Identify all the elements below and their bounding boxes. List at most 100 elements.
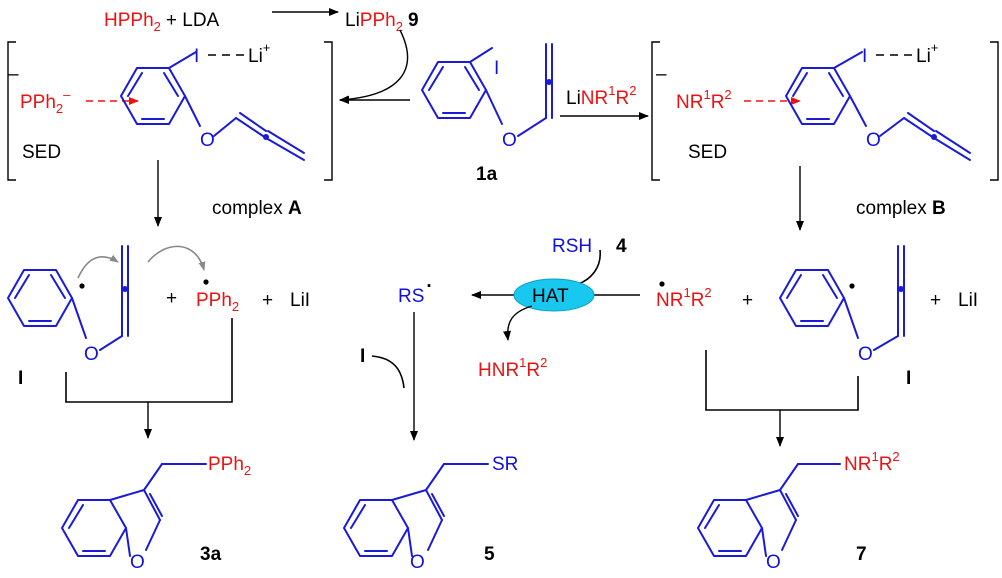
bracket-left-a	[7, 41, 16, 181]
bracket-right-b	[990, 41, 999, 181]
hpph2-subscript: 2	[154, 19, 161, 34]
complex-a-letter: A	[288, 198, 302, 219]
svg-text:HPPh2+ LDA: HPPh2 + LDA	[104, 10, 220, 34]
complex-b-oxygen: O	[866, 130, 881, 151]
complex-a-oxygen: O	[200, 130, 215, 151]
compound-4-label: 4	[616, 236, 627, 257]
svg-text:NR1R2: NR1R2	[676, 87, 732, 113]
right-radical-pair: NR1R2 + O + LiI I	[656, 245, 978, 389]
3a-oxygen: O	[130, 552, 145, 573]
complex-a: – PPh2– I Li+ O SED complex A	[7, 40, 333, 219]
lipph2-pph: PPh	[360, 10, 396, 31]
7-oxygen: O	[766, 552, 781, 573]
compound-9-label: 9	[408, 10, 419, 31]
svg-text:NR1R2: NR1R2	[656, 285, 712, 311]
right-plus-1: +	[742, 290, 753, 311]
left-plus-1: +	[166, 288, 177, 309]
complex-b-benzene-ring	[785, 67, 851, 125]
hat-text: HAT	[532, 286, 569, 307]
hat-step: RSH 4 HAT HNR1R2 RS· I	[360, 236, 640, 441]
complex-a-iodine: I	[194, 46, 199, 67]
svg-text:Li+: Li+	[248, 40, 270, 67]
left-merge-lines	[65, 318, 233, 403]
arrow-lipph2-to-complex-a	[339, 29, 409, 104]
left-lii: LiI	[290, 290, 310, 311]
right-intermediate-label: I	[906, 368, 911, 389]
complex-b-sed: SED	[688, 142, 727, 163]
svg-text:LiNR1R2: LiNR1R2	[566, 83, 636, 109]
left-radical-oxygen: O	[84, 344, 99, 365]
complex-b-charge: –	[656, 64, 667, 85]
bracket-left-b	[651, 41, 660, 181]
complex-a-charge: –	[8, 64, 19, 85]
left-plus-2: +	[262, 290, 273, 311]
complex-b: – NR1R2 I Li+ O SED complex B	[651, 40, 999, 219]
svg-text:PPh2: PPh2	[196, 290, 239, 314]
bracket-right-a	[324, 41, 333, 181]
complex-b-letter: B	[932, 198, 946, 219]
5-group: SR	[492, 454, 518, 475]
left-pph-radical: PPh	[196, 290, 232, 311]
svg-text:PPh2–: PPh2–	[20, 87, 71, 116]
1a-benzene-ring	[421, 61, 487, 119]
right-aryl-radical-ring	[779, 269, 845, 327]
electron-push-arrow-1	[77, 254, 119, 279]
rs-radical-text: RS	[398, 286, 424, 307]
right-lii: LiI	[958, 290, 978, 311]
left-intermediate-label: I	[18, 368, 23, 389]
3a-group: PPh	[208, 454, 244, 475]
right-plus-2: +	[930, 290, 941, 311]
1a-oxygen: O	[502, 130, 517, 151]
svg-text:NR1R2: NR1R2	[844, 449, 900, 475]
right-nr-radical: NR	[656, 290, 683, 311]
1a-iodine: I	[494, 58, 499, 79]
7-benzene-ring	[697, 499, 763, 557]
right-merge-lines	[705, 350, 859, 411]
compound-3a-label: 3a	[200, 544, 222, 565]
hat-oval	[513, 278, 595, 312]
complex-a-benzene-ring	[120, 67, 186, 125]
complex-b-caption: complex	[856, 198, 932, 219]
arrow-to-hnr	[503, 305, 533, 341]
lipph2-subscript: 2	[396, 19, 403, 34]
hnr-text: HNR	[478, 360, 519, 381]
complex-a-sed: SED	[22, 142, 61, 163]
reagent-li: Li	[566, 88, 581, 109]
complex-b-nr: NR	[676, 92, 703, 113]
hpph2-text: HPPh	[104, 10, 154, 31]
svg-text:PPh2: PPh2	[208, 454, 251, 478]
5-benzene-ring	[343, 499, 409, 557]
starting-material-1a: I O 1a	[421, 43, 553, 185]
5-oxygen: O	[410, 552, 425, 573]
left-aryl-radical-ring	[7, 269, 73, 327]
radical-i-reagent: I	[360, 346, 365, 367]
compound-7-label: 7	[856, 544, 867, 565]
svg-text:RS·: RS·	[398, 276, 433, 307]
svg-text:Li+: Li+	[916, 40, 938, 67]
left-radical-pair: O + PPh2 + LiI I	[7, 245, 310, 389]
compound-1a-label: 1a	[476, 164, 498, 185]
compound-5-label: 5	[484, 544, 495, 565]
complex-a-li: Li	[248, 46, 263, 67]
electron-push-arrow-2	[147, 245, 206, 271]
7-group: NR	[844, 454, 871, 475]
svg-text:HNR1R2: HNR1R2	[478, 355, 547, 381]
complex-a-caption: complex	[212, 198, 288, 219]
plus-lda-text: + LDA	[166, 10, 220, 31]
complex-a-pph: PPh	[20, 92, 56, 113]
product-3a: O PPh2 3a	[61, 454, 251, 573]
svg-text:complex A: complex A	[212, 198, 302, 219]
product-5: O SR 5	[343, 454, 518, 573]
reagent-nr: NR	[581, 88, 608, 109]
rsh-text: RSH	[552, 236, 592, 257]
3a-benzene-ring	[61, 499, 127, 557]
right-radical-oxygen: O	[858, 344, 873, 365]
svg-text:complex B: complex B	[856, 198, 946, 219]
lipph2-li: Li	[345, 10, 360, 31]
complex-b-li: Li	[916, 46, 931, 67]
product-7: O NR1R2 7	[697, 449, 900, 573]
complex-b-iodine: I	[862, 46, 867, 67]
